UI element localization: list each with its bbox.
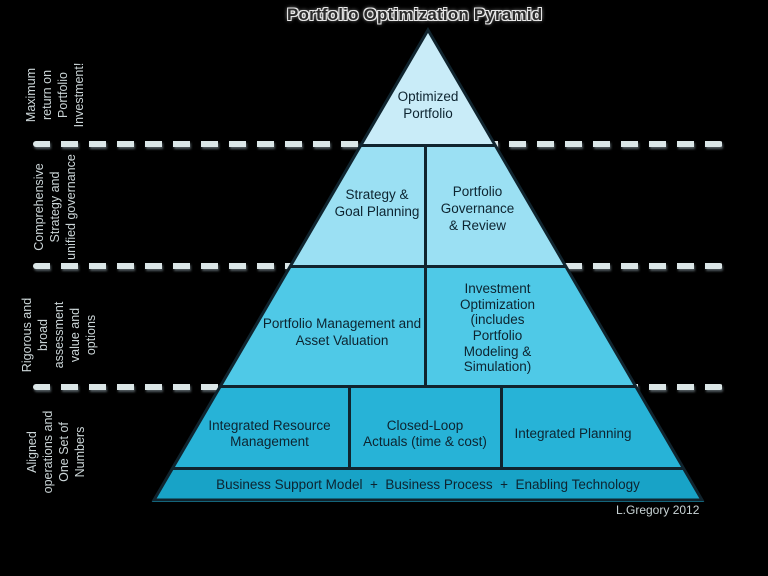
cell-optimized-portfolio: Optimized Portfolio (397, 89, 459, 121)
tier-boundary-1 (152, 144, 704, 147)
cell-investment-optimization: Investment Optimization (includes Portfo… (459, 281, 536, 375)
side-label-rigorous-assessment: Rigorous and broad assessment value and … (20, 297, 98, 373)
diagram-title: Portfolio Optimization Pyramid (287, 5, 543, 24)
side-label-maximum-return: Maximum return on Portfolio Investment! (24, 62, 86, 128)
pyramid: Optimized Portfolio Strategy & Goal Plan… (151, 27, 705, 502)
cell-integrated-planning: Integrated Planning (514, 426, 632, 441)
cell-integrated-resource-management: Integrated Resource Management (208, 418, 331, 450)
pyramid-outline-path (151, 27, 705, 502)
tier-boundary-3 (152, 385, 704, 388)
watermark-credit: L.Gregory 2012 (616, 503, 700, 517)
cell-strategy-goal-planning: Strategy & Goal Planning (334, 187, 420, 219)
cell-closed-loop-actuals: Closed-Loop Actuals (time & cost) (363, 418, 487, 450)
side-label-aligned-operations: Aligned operations and One Set of Number… (25, 410, 87, 494)
cell-portfolio-governance-review: Portfolio Governance & Review (440, 184, 515, 233)
pyramid-outline (151, 27, 705, 502)
tier-4-divider-left (348, 388, 351, 470)
tier-5-band (152, 470, 704, 502)
tier-4-band (152, 388, 704, 470)
tier-4-divider-right (500, 388, 503, 470)
tier-3-divider (424, 268, 427, 388)
tier-boundary-4 (152, 467, 704, 470)
tier-2-divider (424, 147, 427, 268)
tier-boundary-2 (152, 265, 704, 268)
cell-portfolio-management-asset-valuation: Portfolio Management and Asset Valuation (262, 316, 422, 348)
side-label-comprehensive-strategy: Comprehensive Strategy and unified gover… (32, 154, 78, 260)
cell-business-support-foundation: Business Support Model + Business Proces… (216, 477, 640, 492)
